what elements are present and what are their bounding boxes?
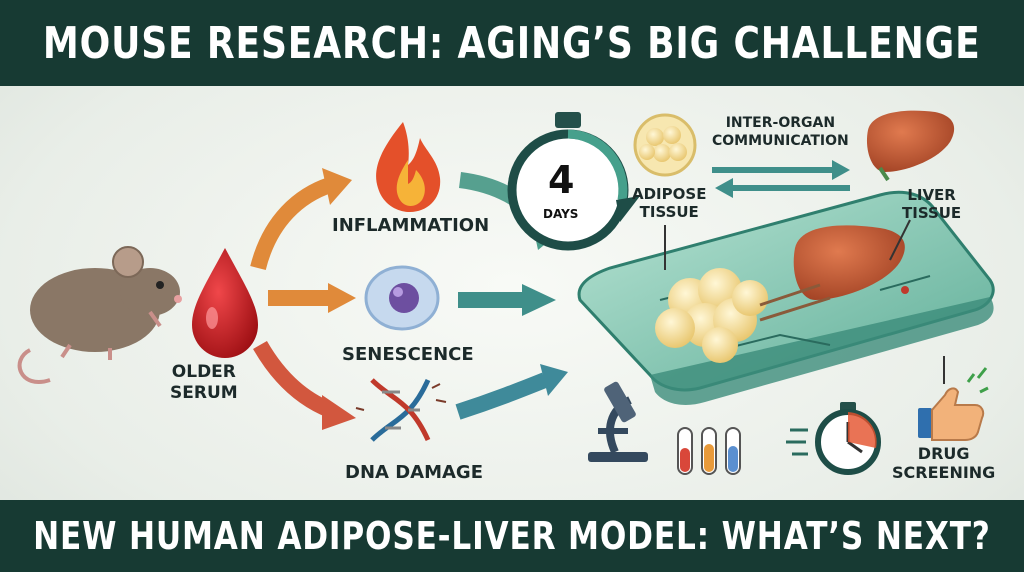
- arrow-head: [540, 364, 568, 396]
- cell-icon: [364, 265, 440, 331]
- senescence-label: SENESCENCE: [342, 344, 474, 365]
- fire-icon: [376, 122, 441, 212]
- arrow-to-senescence: [268, 283, 356, 313]
- pointer-line: [889, 219, 911, 261]
- inter-organ-label: INTER-ORGAN COMMUNICATION: [712, 115, 849, 149]
- timer-icon: [786, 402, 881, 475]
- liver-icon: [866, 110, 955, 182]
- older-serum-label: OLDER SERUM: [170, 362, 238, 403]
- timer-number: 4: [548, 158, 575, 202]
- liver-tissue-label: LIVER TISSUE: [902, 186, 962, 222]
- liver-icon: [759, 225, 905, 322]
- timer-unit: DAYS: [543, 207, 579, 221]
- arrow-to-inflammation: [250, 168, 352, 271]
- thumbs-up-icon: [918, 356, 989, 441]
- arrow-to-dna-damage: [253, 340, 356, 430]
- mouse-icon: [17, 246, 182, 384]
- page-subtitle: NEW HUMAN ADIPOSE-LIVER MODEL: WHAT’S NE…: [33, 514, 991, 558]
- subtitle-banner: NEW HUMAN ADIPOSE-LIVER MODEL: WHAT’S NE…: [0, 500, 1024, 572]
- dna-icon: [355, 378, 447, 442]
- adipose-icon: [655, 268, 768, 363]
- page-title: MOUSE RESEARCH: AGING’S BIG CHALLENGE: [43, 17, 981, 69]
- diagram-canvas: [17, 110, 995, 475]
- arrow-head: [522, 284, 556, 316]
- adipose-tissue-label: ADIPOSE TISSUE: [632, 185, 707, 221]
- arrow-head: [832, 160, 850, 180]
- stopwatch-icon: [507, 112, 640, 251]
- microscope-icon: [588, 381, 648, 462]
- drug-screening-label: DRUG SCREENING: [892, 444, 996, 482]
- adipose-icon: [633, 113, 697, 177]
- inflammation-label: INFLAMMATION: [332, 215, 490, 236]
- chip-icon: [577, 190, 995, 405]
- blood-drop-icon: [192, 248, 258, 358]
- title-banner: MOUSE RESEARCH: AGING’S BIG CHALLENGE: [0, 0, 1024, 86]
- arrow-dna-to-chip: [455, 372, 548, 420]
- arrow-head: [715, 178, 733, 198]
- dna-damage-label: DNA DAMAGE: [345, 462, 483, 483]
- test-tubes-icon: [677, 427, 741, 475]
